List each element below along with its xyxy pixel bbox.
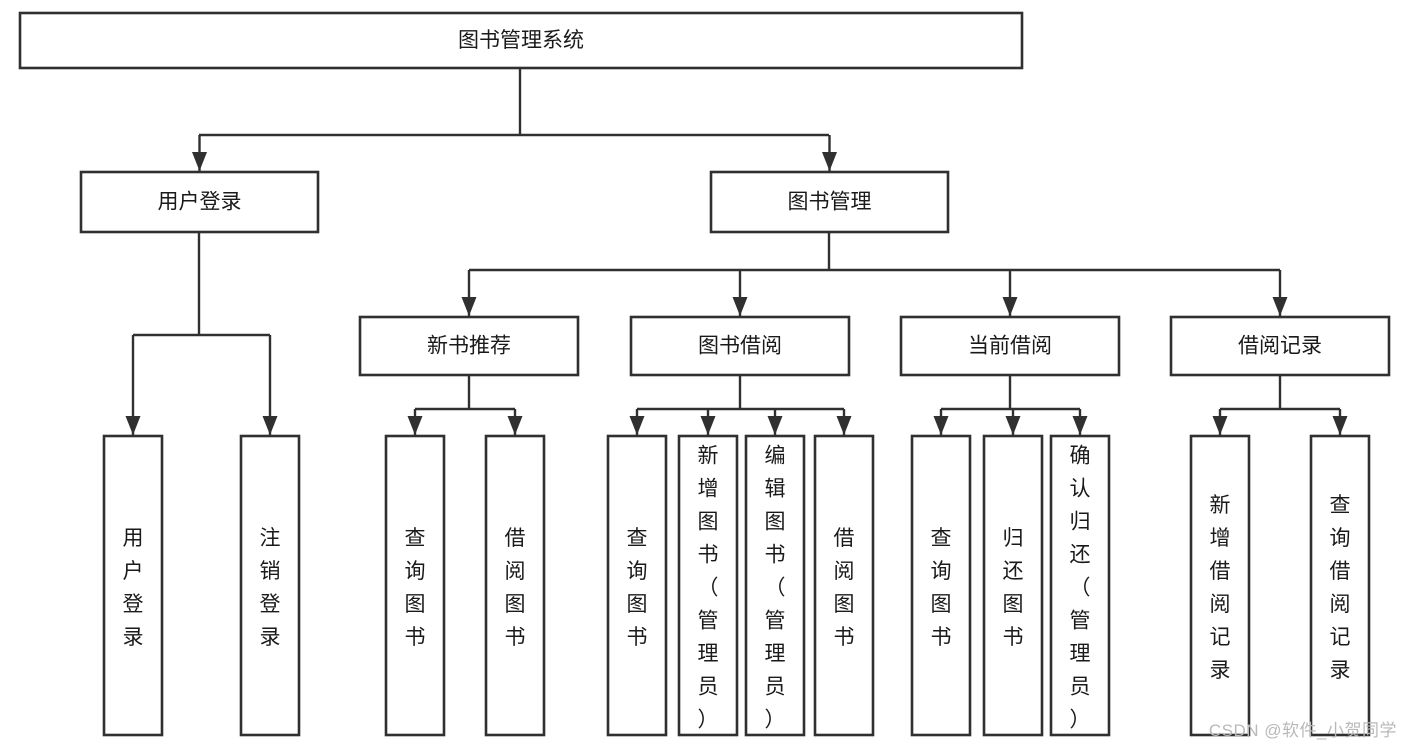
node-box-borrow-record: [1169, 315, 1391, 377]
node-label-current-borrow: 当前借阅: [968, 335, 1052, 358]
node-book-borrow[interactable]: 图书借阅: [629, 315, 851, 377]
node-label-leaf-add-borrow-record: 新增借阅记录: [1210, 494, 1231, 682]
node-label-leaf-query-book-current: 查询图书: [931, 527, 952, 649]
node-label-leaf-query-borrow-record: 查询借阅记录: [1330, 494, 1351, 682]
node-label-leaf-borrow-book-recommend: 借阅图书: [505, 527, 526, 649]
node-root[interactable]: 图书管理系统: [18, 11, 1024, 70]
node-leaf-borrow-book-recommend[interactable]: 借阅图书: [484, 434, 546, 737]
node-label-book-manage: 图书管理: [788, 191, 872, 214]
arrow-head-icon-leaf-query-book-borrow: [629, 416, 645, 435]
node-label-leaf-add-book: 新增图书（管理员）: [698, 445, 719, 732]
node-leaf-query-book-borrow[interactable]: 查询图书: [606, 434, 668, 737]
node-label-leaf-user-login: 用户登录: [123, 527, 144, 649]
node-label-leaf-edit-book: 编辑图书（管理员）: [765, 445, 786, 732]
node-box-leaf-edit-book: [744, 434, 806, 737]
arrow-head-icon-new-book-recommend: [461, 297, 477, 316]
node-user-login[interactable]: 用户登录: [79, 170, 320, 234]
arrow-head-icon-leaf-borrow-book-recommend: [507, 416, 523, 435]
node-box-leaf-user-login: [102, 434, 164, 737]
node-box-leaf-query-book-current: [910, 434, 972, 737]
arrow-head-icon-leaf-query-book-current: [933, 416, 949, 435]
arrow-head-icon-leaf-add-book: [700, 416, 716, 435]
node-leaf-borrow-book[interactable]: 借阅图书: [813, 434, 875, 737]
node-box-leaf-query-book-borrow: [606, 434, 668, 737]
arrow-head-icon-book-borrow: [732, 297, 748, 316]
node-box-leaf-logout: [239, 434, 301, 737]
node-layer: 图书管理系统用户登录图书管理新书推荐图书借阅当前借阅借阅记录用户登录注销登录查询…: [18, 11, 1391, 737]
node-leaf-query-borrow-record[interactable]: 查询借阅记录: [1309, 434, 1371, 737]
node-label-leaf-borrow-book: 借阅图书: [834, 527, 855, 649]
node-box-current-borrow: [899, 315, 1121, 377]
arrow-head-icon-leaf-edit-book: [767, 416, 783, 435]
node-leaf-query-book-recommend[interactable]: 查询图书: [384, 434, 446, 737]
node-leaf-user-login[interactable]: 用户登录: [102, 434, 164, 737]
csdn-watermark: CSDN @软件_小贺同学: [1208, 721, 1397, 740]
node-current-borrow[interactable]: 当前借阅: [899, 315, 1121, 377]
node-label-leaf-confirm-return: 确认归还（管理员）: [1070, 445, 1091, 732]
arrow-head-icon-leaf-add-borrow-record: [1212, 416, 1228, 435]
node-leaf-edit-book[interactable]: 编辑图书（管理员）: [744, 434, 806, 737]
node-box-new-book-recommend: [358, 315, 580, 377]
node-box-leaf-query-borrow-record: [1309, 434, 1371, 737]
node-box-leaf-add-book: [677, 434, 739, 737]
node-box-user-login: [79, 170, 320, 234]
node-box-root: [18, 11, 1024, 70]
arrow-head-icon-user-login: [192, 152, 207, 171]
node-label-root: 图书管理系统: [458, 29, 584, 52]
arrow-head-icon-leaf-query-borrow-record: [1332, 416, 1348, 435]
arrow-head-icon-book-manage: [822, 152, 837, 171]
arrow-head-icon-leaf-logout: [262, 416, 278, 435]
node-box-leaf-return-book: [982, 434, 1044, 737]
node-label-borrow-record: 借阅记录: [1238, 335, 1322, 358]
node-box-book-manage: [709, 170, 950, 234]
node-label-new-book-recommend: 新书推荐: [427, 335, 511, 358]
node-leaf-confirm-return[interactable]: 确认归还（管理员）: [1049, 434, 1111, 737]
arrow-head-icon-borrow-record: [1272, 297, 1288, 316]
connector-layer: [125, 68, 1348, 435]
node-label-leaf-return-book: 归还图书: [1003, 527, 1024, 649]
arrow-head-icon-leaf-query-book-recommend: [407, 416, 423, 435]
node-label-user-login: 用户登录: [158, 191, 242, 214]
node-box-leaf-borrow-book-recommend: [484, 434, 546, 737]
arrow-head-icon-leaf-borrow-book: [836, 416, 852, 435]
node-label-leaf-logout: 注销登录: [260, 527, 281, 649]
arrow-head-icon-leaf-confirm-return: [1072, 416, 1088, 435]
node-leaf-add-borrow-record[interactable]: 新增借阅记录: [1189, 434, 1251, 737]
node-box-leaf-query-book-recommend: [384, 434, 446, 737]
node-box-leaf-borrow-book: [813, 434, 875, 737]
node-label-leaf-query-book-borrow: 查询图书: [627, 527, 648, 649]
node-leaf-add-book[interactable]: 新增图书（管理员）: [677, 434, 739, 737]
arrow-head-icon-current-borrow: [1002, 297, 1018, 316]
node-new-book-recommend[interactable]: 新书推荐: [358, 315, 580, 377]
arrow-head-icon-leaf-return-book: [1005, 416, 1021, 435]
node-borrow-record[interactable]: 借阅记录: [1169, 315, 1391, 377]
arrow-head-icon-leaf-user-login: [125, 416, 141, 435]
node-label-book-borrow: 图书借阅: [698, 335, 782, 358]
node-box-leaf-confirm-return: [1049, 434, 1111, 737]
node-leaf-return-book[interactable]: 归还图书: [982, 434, 1044, 737]
node-book-manage[interactable]: 图书管理: [709, 170, 950, 234]
node-leaf-logout[interactable]: 注销登录: [239, 434, 301, 737]
node-label-leaf-query-book-recommend: 查询图书: [405, 527, 426, 649]
node-box-leaf-add-borrow-record: [1189, 434, 1251, 737]
node-leaf-query-book-current[interactable]: 查询图书: [910, 434, 972, 737]
node-box-book-borrow: [629, 315, 851, 377]
